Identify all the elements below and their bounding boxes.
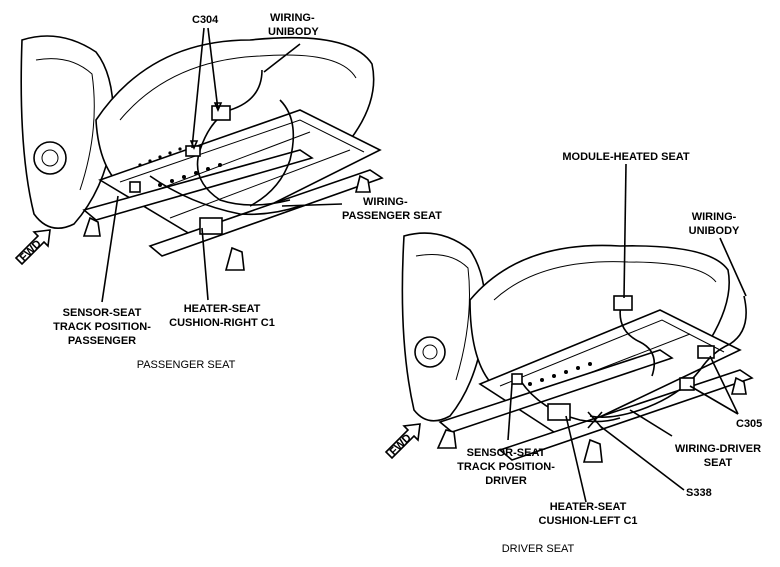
heater-left-label-1: HEATER-SEAT — [550, 501, 627, 513]
drv-wiring-unibody-label-1: WIRING- — [692, 211, 737, 223]
passenger-fwd-arrow: FWD — [14, 229, 51, 266]
wiring-driver-seat-label-2: SEAT — [704, 457, 733, 469]
passenger-seat-caption: PASSENGER SEAT — [137, 359, 236, 371]
driver-seat-illustration — [401, 232, 754, 463]
pass-wiring-unibody-label-1: WIRING- — [270, 12, 315, 24]
s338-label: S338 — [686, 487, 712, 499]
wiring-passenger-seat-label-1: WIRING- — [363, 196, 408, 208]
c305-label: C305 — [736, 418, 762, 430]
sensor-driver-label-3: DRIVER — [485, 475, 527, 487]
driver-leaders — [507, 163, 747, 503]
sensor-driver-label-1: SENSOR-SEAT — [467, 447, 546, 459]
sensor-passenger-label-3: PASSENGER — [68, 335, 136, 347]
wiring-passenger-seat-label-2: PASSENGER SEAT — [342, 210, 442, 222]
c304-label: C304 — [192, 14, 219, 26]
sensor-passenger-label-1: SENSOR-SEAT — [63, 307, 142, 319]
drv-wiring-unibody-label-2: UNIBODY — [689, 225, 740, 237]
passenger-seat-illustration — [20, 35, 384, 271]
sensor-passenger-label-2: TRACK POSITION- — [53, 321, 151, 333]
module-heated-seat-label: MODULE-HEATED SEAT — [562, 151, 690, 163]
wiring-driver-seat-label-1: WIRING-DRIVER — [675, 443, 761, 455]
passenger-leaders — [101, 27, 343, 303]
driver-fwd-arrow: FWD — [384, 423, 421, 460]
sensor-driver-label-2: TRACK POSITION- — [457, 461, 555, 473]
driver-seat-caption: DRIVER SEAT — [502, 543, 575, 555]
heater-right-label-1: HEATER-SEAT — [184, 303, 261, 315]
heater-right-label-2: CUSHION-RIGHT C1 — [169, 317, 275, 329]
pass-wiring-unibody-label-2: UNIBODY — [268, 26, 319, 38]
heater-left-label-2: CUSHION-LEFT C1 — [539, 515, 638, 527]
